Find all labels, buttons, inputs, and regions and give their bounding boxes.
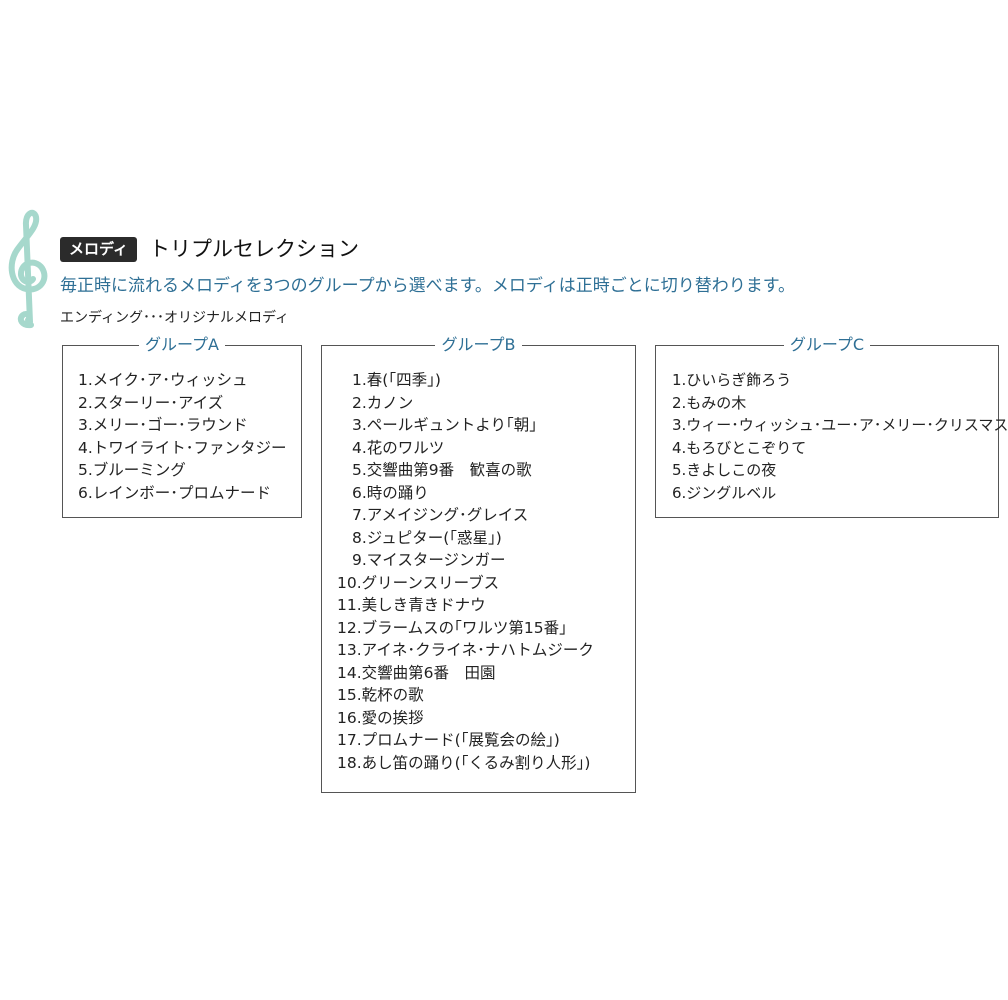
list-item: 5.交響曲第9番 歓喜の歌 [352,461,532,479]
list-item: 2.カノン [352,393,414,412]
treble-clef-icon [8,209,48,329]
melody-badge: メロディ [60,236,137,262]
section-title: トリプルセレクション [148,237,359,261]
list-item: 13.アイネ･クライネ･ナハトムジーク [337,641,594,659]
group-c-list: 1.ひいらぎ飾ろう 2.もみの木 3.ウィー･ウィッシュ･ユー･ア･メリー･クリ… [672,369,1008,504]
list-item: 1.ひいらぎ飾ろう [672,371,792,389]
list-item: 6.時の踊り [352,483,429,502]
group-b-box: グループB 1.春(｢四季｣) 2.カノン 3.ペールギュントより｢朝｣ 4.花… [321,335,636,793]
list-item: 3.ペールギュントより｢朝｣ [352,416,537,434]
group-b-label: グループB [435,335,522,354]
list-item: 5.きよしこの夜 [672,461,777,479]
list-item: 7.アメイジング･グレイス [352,506,529,524]
list-item: 4.花のワルツ [352,438,445,457]
list-item: 3.メリー･ゴー･ラウンド [78,416,248,434]
list-item: 4.もろびとこぞりて [672,438,807,457]
list-item: 11.美しき青きドナウ [337,596,486,614]
list-item: 12.ブラームスの｢ワルツ第15番｣ [337,618,567,637]
list-item: 16.愛の挨拶 [337,708,424,727]
list-item: 2.もみの木 [672,393,747,412]
list-item: 9.マイスタージンガー [352,551,506,569]
list-item: 6.ジングルベル [672,483,777,502]
group-a-label: グループA [139,335,225,354]
list-item: 8.ジュピター(｢惑星｣) [352,528,502,547]
list-item: 18.あし笛の踊り(｢くるみ割り人形｣) [337,753,591,772]
list-item: 1.春(｢四季｣) [352,371,441,389]
list-item: 6.レインボー･プロムナード [78,483,272,502]
list-item: 3.ウィー･ウィッシュ･ユー･ア･メリー･クリスマス [672,416,1008,434]
list-item: 17.プロムナード(｢展覧会の絵｣) [337,731,560,749]
list-item: 5.ブルーミング [78,461,186,479]
section-header: メロディ トリプルセレクション [60,236,359,262]
group-a-box: グループA 1.メイク･ア･ウィッシュ 2.スターリー･アイズ 3.メリー･ゴー… [62,335,302,518]
group-a-list: 1.メイク･ア･ウィッシュ 2.スターリー･アイズ 3.メリー･ゴー･ラウンド … [78,369,287,504]
list-item: 2.スターリー･アイズ [78,393,224,412]
section-description: 毎正時に流れるメロディを3つのグループから選べます。メロディは正時ごとに切り替わ… [60,276,796,296]
ending-note: エンディング･･･オリジナルメロディ [60,310,290,326]
list-item: 15.乾杯の歌 [337,686,424,704]
list-item: 4.トワイライト･ファンタジー [78,438,287,457]
group-b-list: 1.春(｢四季｣) 2.カノン 3.ペールギュントより｢朝｣ 4.花のワルツ 5… [337,369,594,774]
list-item: 1.メイク･ア･ウィッシュ [78,371,248,389]
list-item: 14.交響曲第6番 田園 [337,663,496,682]
group-c-box: グループC 1.ひいらぎ飾ろう 2.もみの木 3.ウィー･ウィッシュ･ユー･ア･… [655,335,1008,518]
group-c-label: グループC [783,335,871,354]
list-item: 10.グリーンスリーブス [337,573,500,592]
